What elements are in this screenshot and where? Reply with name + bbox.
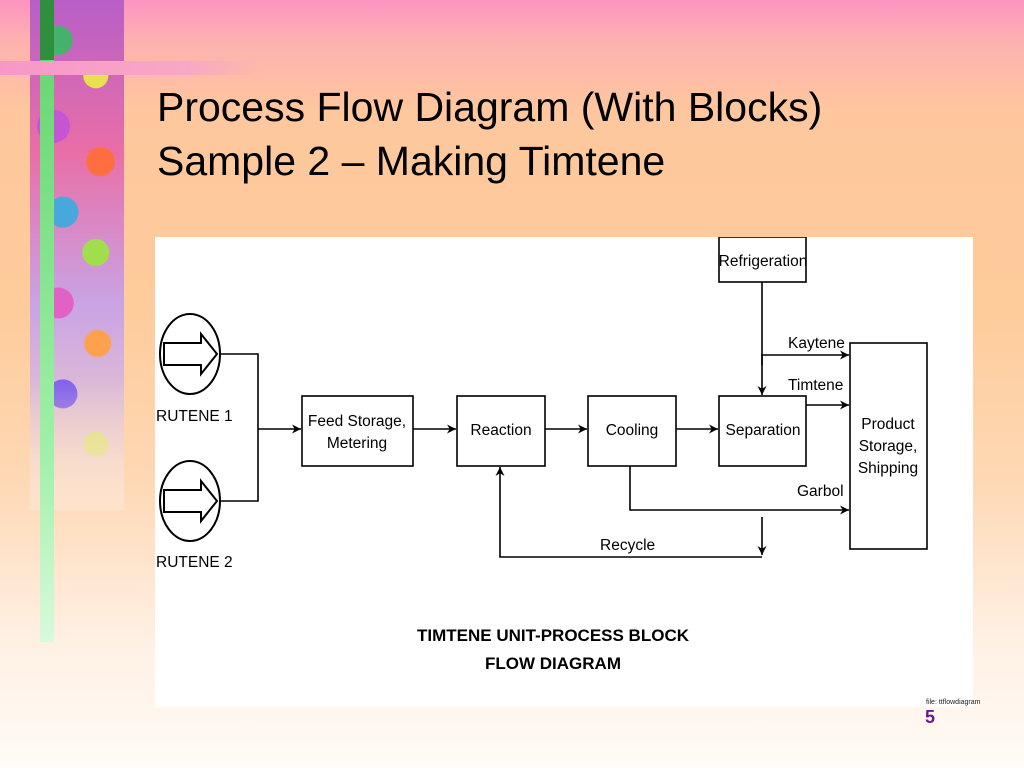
input-rutene-2: RUTENE 2 <box>156 460 233 571</box>
diagram-caption-line-2: FLOW DIAGRAM <box>485 654 621 673</box>
garbol-label: Garbol <box>797 483 844 500</box>
input-merge-lines <box>220 353 301 502</box>
input-arrow-icon <box>163 331 219 377</box>
kaytene-label: Kaytene <box>788 335 845 352</box>
pink-accent-bar <box>0 61 262 75</box>
block-feed-storage: Feed Storage, Metering <box>301 395 414 467</box>
slide-title-line-2: Sample 2 – Making Timtene <box>157 138 666 184</box>
feed-label-line-1: Feed Storage, <box>308 413 406 430</box>
diagram-panel: RUTENE 1 RUTENE 2 Feed Storage, Metering… <box>155 237 973 707</box>
reaction-label: Reaction <box>470 422 531 439</box>
separation-label: Separation <box>726 422 801 439</box>
block-separation: Separation <box>718 395 807 467</box>
block-product-storage: Product Storage, Shipping <box>849 342 928 550</box>
refrigeration-label: Refrigeration <box>719 253 808 270</box>
input-arrow-icon <box>163 478 219 524</box>
product-label-line-2: Storage, <box>859 438 918 455</box>
file-note: file: ttflowdiagram <box>926 699 981 706</box>
page-number: 5 <box>925 707 936 727</box>
block-reaction: Reaction <box>456 395 546 467</box>
input-rutene-1: RUTENE 1 <box>156 313 233 425</box>
recycle-label: Recycle <box>600 537 655 554</box>
green-accent-bar-top <box>40 0 54 60</box>
input-label-rutene-2: RUTENE 2 <box>156 554 233 571</box>
product-label-line-1: Product <box>861 416 915 433</box>
slide-title-line-1: Process Flow Diagram (With Blocks) <box>157 84 823 130</box>
product-label-line-3: Shipping <box>858 460 918 477</box>
timtene-label: Timtene <box>788 377 843 394</box>
feed-label-line-2: Metering <box>327 435 387 452</box>
green-accent-bar <box>40 0 54 642</box>
cooling-label: Cooling <box>606 422 659 439</box>
stream-garbol: Garbol <box>629 466 849 515</box>
block-refrigeration: Refrigeration <box>718 237 808 283</box>
stream-recycle: Recycle <box>495 467 762 558</box>
diagram-caption-line-1: TIMTENE UNIT-PROCESS BLOCK <box>417 626 690 645</box>
block-cooling: Cooling <box>587 395 677 467</box>
input-label-rutene-1: RUTENE 1 <box>156 408 233 425</box>
stream-timtene: Timtene <box>788 377 849 410</box>
stream-kaytene: Kaytene <box>761 335 849 365</box>
block-flow-diagram: RUTENE 1 RUTENE 2 Feed Storage, Metering… <box>156 237 928 673</box>
slide-title: Process Flow Diagram (With Blocks) Sampl… <box>157 80 822 188</box>
